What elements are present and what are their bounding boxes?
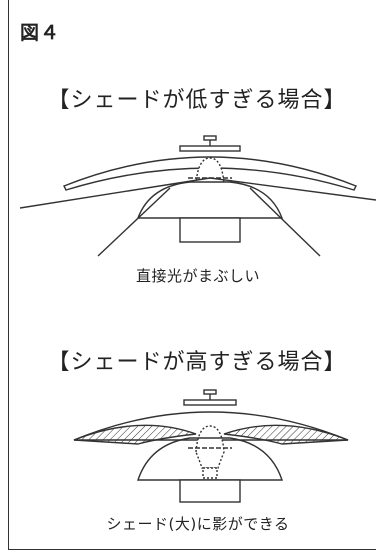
lamp-diagram-high-shade [73,389,349,503]
shade-cap [183,399,237,406]
middle-shade [136,181,284,219]
finial [203,389,217,395]
caption-high-shade: シェード(大)に影ができる [106,515,290,533]
section-title-low-shade: 【シェードが低すぎる場合】 [47,88,347,113]
light-ray [209,177,376,201]
light-ray [97,187,171,257]
bottom-shade [179,479,241,503]
caption-low-shade: 直接光がまぶしい [135,267,260,285]
middle-shade [137,437,283,481]
light-ray [249,187,321,257]
section-title-high-shade: 【シェードが高すぎる場合】 [47,350,347,375]
large-shade [63,156,357,191]
shade-cap [179,145,241,152]
bottom-shade [179,217,241,243]
finial [203,135,217,141]
bulb [195,425,225,469]
lamp-diagram-low-shade [20,135,376,257]
figure-label: 図４ [20,22,61,44]
light-ray [20,177,211,209]
